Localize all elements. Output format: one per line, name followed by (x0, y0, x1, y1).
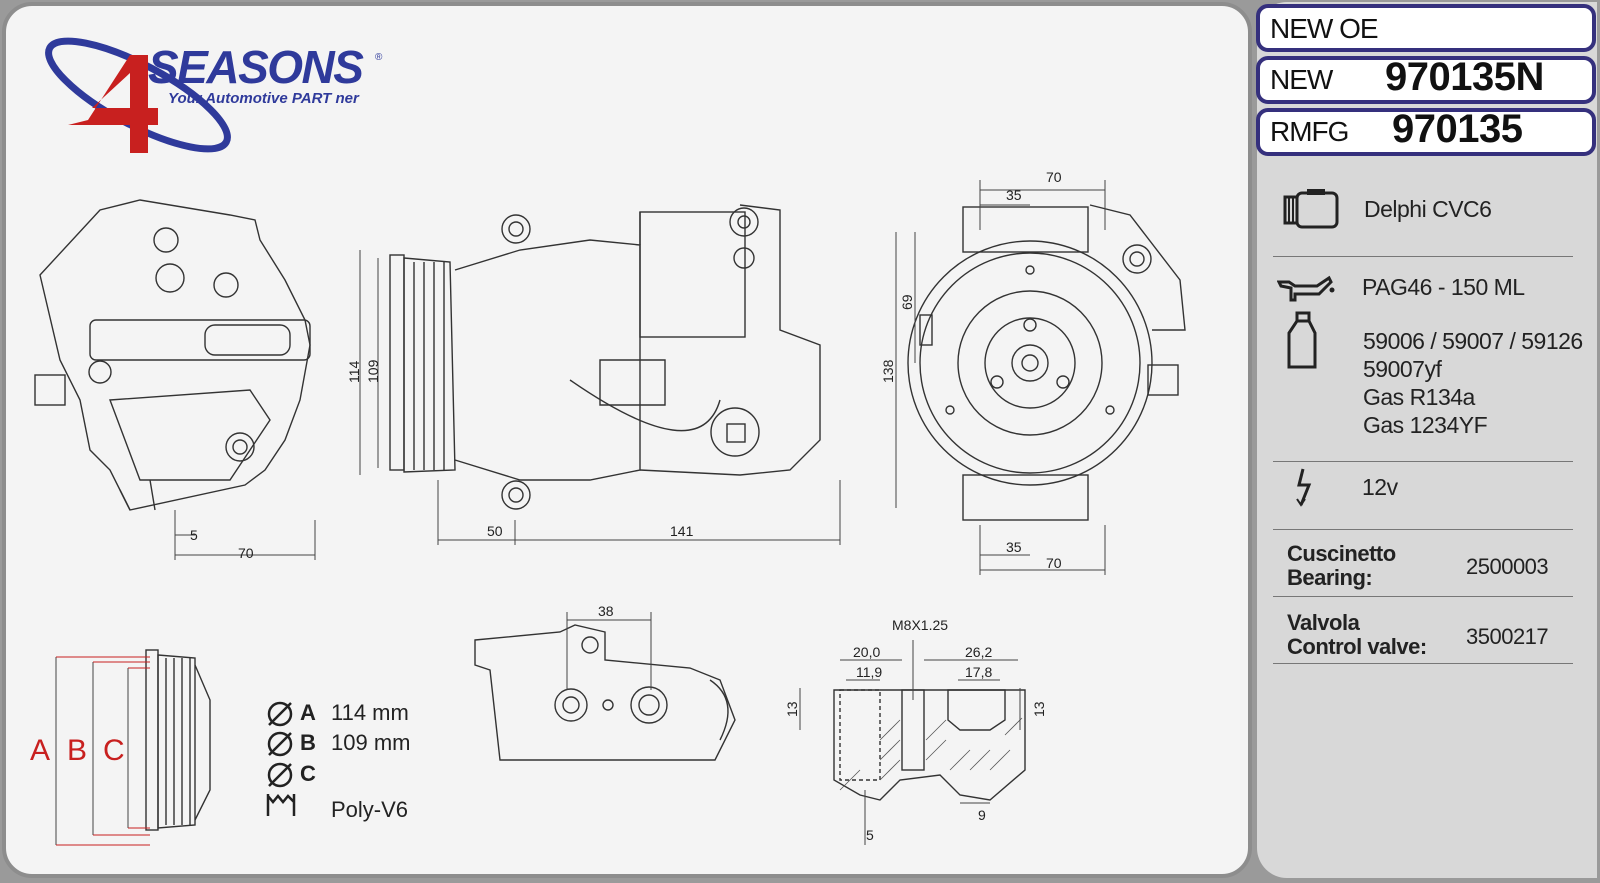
dim-front-70-bottom: 70 (1046, 555, 1062, 571)
new-label: NEW (1270, 64, 1333, 95)
dim-front-138: 138 (880, 359, 896, 383)
diameter-icon (267, 731, 293, 757)
valve-label: Valvola Control valve: (1287, 610, 1427, 659)
voltage: 12v (1362, 474, 1398, 500)
new-oe-box: NEW OE (1256, 4, 1596, 52)
dim-left-70: 70 (238, 545, 254, 561)
dim-front-35-bottom: 35 (1006, 539, 1022, 555)
pulley-b-diameter: 109 mm (331, 730, 411, 755)
valve-value: 3500217 (1466, 624, 1549, 649)
oil-spec: PAG46 - 150 ML (1362, 274, 1525, 300)
technical-drawing: 5 70 114 109 50 141 70 35 69 138 35 70 3… (30, 169, 1186, 846)
pulley-letter-b: B (67, 734, 87, 767)
poly-v-icon (266, 794, 296, 816)
compressor-front-view (907, 204, 1186, 521)
dim-side-50: 50 (487, 523, 503, 539)
rmfg-part-box: RMFG 970135 (1256, 107, 1596, 156)
compressor-type: Delphi CVC6 (1364, 196, 1492, 222)
gas-line-1: 59006 / 59007 / 59126 (1363, 328, 1583, 354)
rmfg-part-number: 970135 (1392, 107, 1523, 151)
gas-line-3: Gas R134a (1363, 384, 1475, 410)
dim-section-26: 26,2 (965, 644, 992, 660)
dim-side-109: 109 (365, 359, 381, 383)
dim-section-9: 9 (978, 807, 986, 823)
bearing-value: 2500003 (1466, 554, 1549, 579)
divider (1273, 461, 1573, 462)
brand-logo: SEASONS ® Your Automotive PART ner (45, 37, 383, 153)
dim-section-5: 5 (866, 827, 874, 843)
dim-side-141: 141 (670, 523, 694, 539)
diameter-icon (267, 762, 293, 788)
gas-line-4: Gas 1234YF (1363, 412, 1488, 438)
compressor-side-view (389, 204, 821, 510)
divider (1273, 256, 1573, 257)
brand-name: SEASONS (148, 41, 364, 93)
gas-line-2: 59007yf (1363, 356, 1442, 382)
dim-front-70-top: 70 (1046, 169, 1062, 185)
legend-letter-b: B (300, 730, 316, 755)
pulley-letter-a: A (30, 734, 50, 767)
legend-letter-a: A (300, 700, 316, 725)
lightning-icon (1296, 468, 1312, 507)
pulley-a-diameter: 114 mm (331, 700, 409, 725)
dim-front-35-top: 35 (1006, 187, 1022, 203)
dim-section-13-left: 13 (784, 701, 800, 717)
oil-can-icon (1277, 275, 1335, 302)
new-part-number: 970135N (1385, 55, 1544, 99)
logo-four-shape (68, 55, 158, 153)
bottle-icon (1287, 311, 1317, 369)
divider (1273, 529, 1573, 530)
pulley-drawing (145, 649, 211, 831)
bearing-label: Cuscinetto Bearing: (1287, 541, 1396, 590)
pulley-dim-lines (56, 656, 150, 846)
dim-front-69: 69 (899, 294, 915, 310)
new-oe-label: NEW OE (1270, 13, 1379, 44)
dim-left-5: 5 (190, 527, 198, 543)
dim-section-13-right: 13 (1031, 701, 1047, 717)
diameter-icon (267, 701, 293, 727)
dim-section-11: 11,9 (856, 664, 882, 680)
dim-section-thread: M8X1.25 (892, 617, 948, 633)
new-part-box: NEW 970135N (1256, 55, 1596, 104)
dim-section-17: 17,8 (965, 664, 992, 680)
dim-section-20: 20,0 (853, 644, 880, 660)
section-hatch (839, 717, 1023, 791)
divider (1273, 596, 1573, 597)
legend-letter-c: C (300, 761, 316, 786)
section-drawing (833, 689, 1026, 801)
brand-tagline: Your Automotive PART ner (168, 90, 360, 107)
compressor-icon (1283, 189, 1339, 229)
divider (1273, 663, 1573, 664)
dim-side-114: 114 (346, 360, 362, 383)
port-drawing (474, 624, 736, 761)
rmfg-label: RMFG (1270, 116, 1349, 147)
compressor-left-view (34, 199, 311, 511)
brand-registered: ® (375, 52, 383, 63)
dim-port-38: 38 (598, 603, 614, 619)
pulley-letter-c: C (103, 734, 125, 767)
belt-type: Poly-V6 (331, 797, 409, 822)
